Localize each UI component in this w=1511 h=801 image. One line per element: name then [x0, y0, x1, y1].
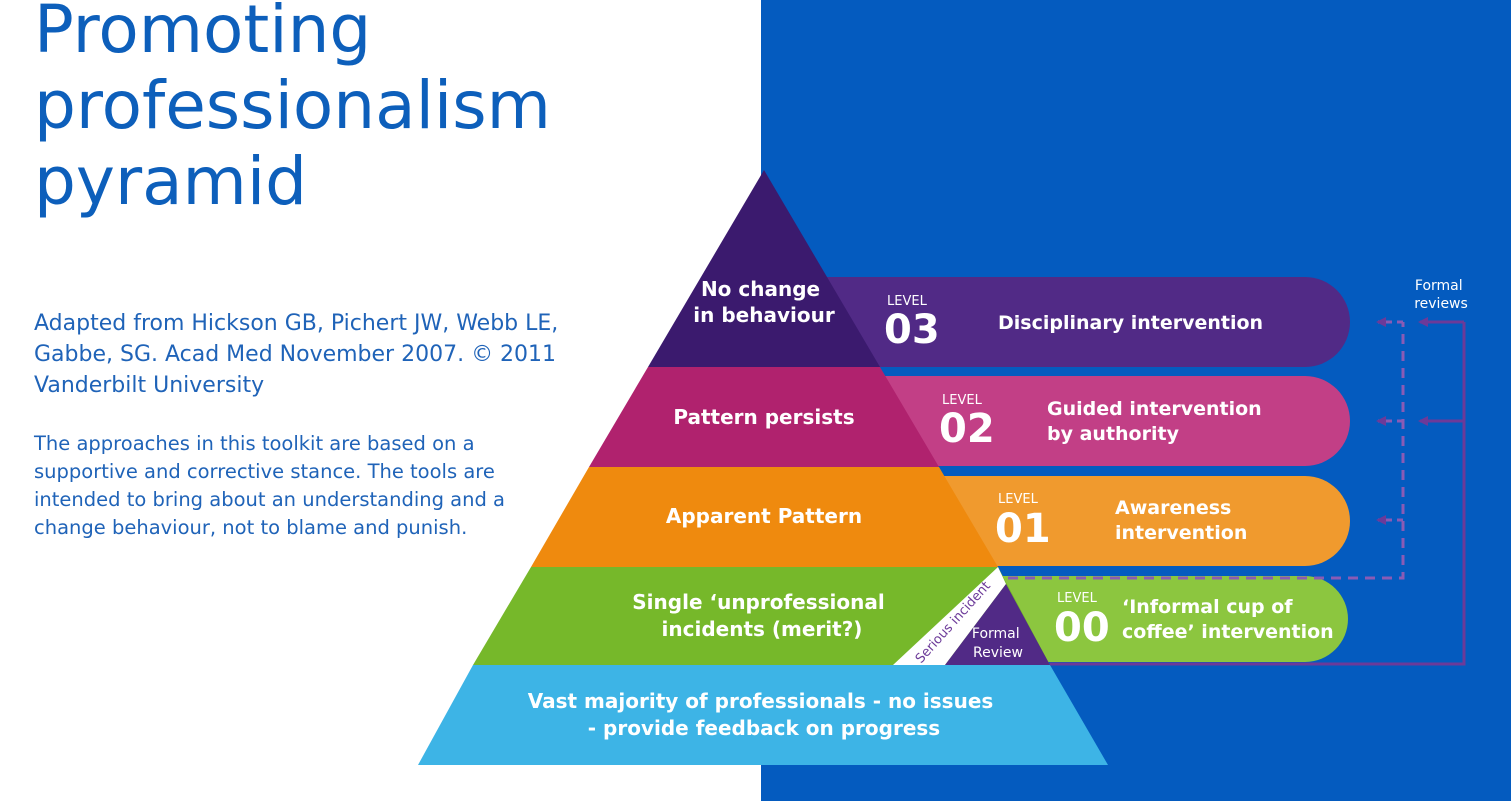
level-01-description: Awareness intervention — [1115, 497, 1247, 544]
level-01-number: 01 — [995, 506, 1051, 552]
formal-reviews-line: Formal — [1415, 278, 1463, 294]
level-01-band — [900, 476, 1350, 566]
tier-label-line: No change — [701, 277, 820, 301]
pyramid-tier-apex — [648, 170, 880, 367]
tier-label-line: Pattern persists — [673, 405, 854, 429]
tier-label-single-incidents: Single ‘unprofessional incidents (merit?… — [632, 590, 891, 641]
tier-label-line: incidents (merit?) — [662, 617, 863, 641]
tier-label-pattern-persists: Pattern persists — [673, 405, 854, 429]
tier-label-apparent-pattern: Apparent Pattern — [666, 504, 862, 528]
formal-review-label: Formal Review — [972, 626, 1024, 661]
formal-review-line: Review — [973, 645, 1023, 661]
escalation-dashed-connector — [1008, 322, 1405, 580]
level-description-line: Awareness — [1115, 497, 1231, 519]
level-description-line: Disciplinary intervention — [998, 312, 1263, 334]
formal-review-wedge — [945, 584, 1050, 665]
level-01-word: LEVEL — [998, 492, 1039, 507]
tier-label-line: Apparent Pattern — [666, 504, 862, 528]
serious-incident-wedge — [893, 567, 1006, 665]
tier-label-base: Vast majority of professionals - no issu… — [528, 689, 1001, 740]
title-line: pyramid — [34, 143, 308, 220]
tier-label-no-change: No change in behaviour — [693, 277, 835, 327]
title-line: Promoting — [34, 0, 372, 68]
level-00-description: ‘Informal cup of coffee’ intervention — [1122, 596, 1334, 643]
level-03-number: 03 — [884, 307, 940, 353]
title-line: professionalism — [34, 67, 551, 144]
level-00-word: LEVEL — [1057, 591, 1098, 606]
tier-label-line: - provide feedback on progress — [588, 716, 940, 740]
level-03-band — [790, 277, 1350, 367]
citation: Adapted from Hickson GB, Pichert JW, Web… — [34, 311, 559, 398]
level-00-band — [960, 576, 1348, 662]
tier-label-line: Vast majority of professionals - no issu… — [528, 689, 994, 713]
level-description-line: by authority — [1047, 423, 1180, 445]
pyramid-tier-single-incidents — [473, 567, 1050, 665]
level-description-line: Guided intervention — [1047, 398, 1262, 420]
level-02-description: Guided intervention by authority — [1047, 398, 1268, 445]
tier-label-line: in behaviour — [693, 303, 835, 327]
level-02-number: 02 — [939, 406, 995, 452]
formal-reviews-label: Formal reviews — [1414, 278, 1468, 312]
level-03-word: LEVEL — [887, 294, 928, 309]
level-03-description: Disciplinary intervention — [998, 312, 1263, 334]
level-02-band — [850, 376, 1350, 466]
description: The approaches in this toolkit are based… — [34, 432, 506, 539]
tier-label-line: Single ‘unprofessional — [632, 590, 884, 614]
pyramid-tier-base — [418, 665, 1108, 765]
level-description-line: intervention — [1115, 522, 1247, 544]
level-description-line: ‘Informal cup of — [1122, 596, 1293, 618]
level-00-number: 00 — [1054, 605, 1110, 651]
pyramid-tier-apparent-pattern — [531, 467, 998, 567]
page-title: Promoting professionalism pyramid — [34, 0, 734, 220]
formal-reviews-solid-connector — [1050, 322, 1466, 666]
pyramid-tier-pattern-persists — [589, 367, 939, 467]
formal-review-line: Formal — [972, 626, 1020, 642]
level-description-line: coffee’ intervention — [1122, 621, 1334, 643]
level-02-word: LEVEL — [942, 393, 983, 408]
formal-reviews-line: reviews — [1414, 296, 1468, 312]
